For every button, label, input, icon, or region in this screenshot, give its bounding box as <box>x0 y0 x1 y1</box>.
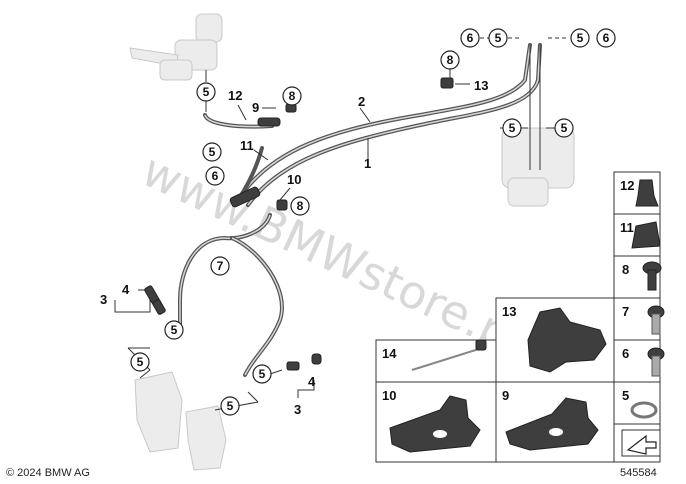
clip-11-image <box>631 221 661 249</box>
holder-13-image <box>527 307 607 373</box>
panel-label-6: 6 <box>622 346 629 361</box>
panel-label-14: 14 <box>382 346 397 361</box>
svg-text:8: 8 <box>447 53 454 67</box>
svg-text:8: 8 <box>297 199 304 213</box>
panel-label-10: 10 <box>382 388 396 403</box>
callout-7[interactable]: 7 <box>210 256 230 276</box>
parts-panel: 12 11 8 7 6 5 13 14 10 9 <box>375 171 665 463</box>
svg-text:5: 5 <box>171 323 178 337</box>
panel-label-7: 7 <box>622 304 629 319</box>
label-11: 11 <box>240 138 254 153</box>
svg-text:6: 6 <box>467 31 474 45</box>
callouts: 5 5 6 8 8 6 5 5 6 8 5 5 7 5 5 5 5 <box>130 28 616 416</box>
callout-5h[interactable]: 5 <box>130 352 150 372</box>
callout-6a[interactable]: 6 <box>205 166 225 186</box>
callout-5b[interactable]: 5 <box>202 142 222 162</box>
cable-tie-14-image <box>411 339 487 371</box>
callout-5i[interactable]: 5 <box>252 364 272 384</box>
panel-label-11: 11 <box>620 220 634 235</box>
svg-text:5: 5 <box>203 85 210 99</box>
svg-text:6: 6 <box>603 31 610 45</box>
clip-12-image <box>635 179 659 207</box>
svg-text:7: 7 <box>217 259 224 273</box>
svg-text:5: 5 <box>577 31 584 45</box>
label-3b: 3 <box>294 402 301 417</box>
callout-6b[interactable]: 6 <box>460 28 480 48</box>
callout-5j[interactable]: 5 <box>220 396 240 416</box>
label-1: 1 <box>364 156 371 171</box>
callout-5c[interactable]: 5 <box>488 28 508 48</box>
label-13: 13 <box>474 78 488 93</box>
svg-text:5: 5 <box>227 399 234 413</box>
svg-text:5: 5 <box>509 121 516 135</box>
label-12: 12 <box>228 88 242 103</box>
callout-6c[interactable]: 6 <box>596 28 616 48</box>
label-3a: 3 <box>100 292 107 307</box>
arrow-nav-icon[interactable] <box>621 429 661 457</box>
bracket-9-image <box>505 397 599 451</box>
callout-5e[interactable]: 5 <box>502 118 522 138</box>
panel-label-13: 13 <box>502 304 516 319</box>
label-4a: 4 <box>122 282 130 297</box>
screw-6-image <box>647 347 665 377</box>
callout-5f[interactable]: 5 <box>554 118 574 138</box>
callout-5g[interactable]: 5 <box>164 320 184 340</box>
diagram-id: 545584 <box>620 467 657 479</box>
bracket-10-image <box>389 395 481 453</box>
plain-callouts: 2 1 12 9 11 10 13 4 3 4 3 <box>100 78 488 417</box>
svg-text:8: 8 <box>289 89 296 103</box>
washer-5-image <box>630 401 658 419</box>
label-2: 2 <box>358 94 365 109</box>
screw-8-image <box>642 261 662 291</box>
callout-8a[interactable]: 8 <box>282 86 302 106</box>
svg-text:6: 6 <box>212 169 219 183</box>
screw-7-image <box>647 305 665 335</box>
callout-8c[interactable]: 8 <box>440 50 460 70</box>
master-cylinder-ghost <box>129 13 223 81</box>
caliper-right-ghost <box>185 405 227 471</box>
callout-8b[interactable]: 8 <box>290 196 310 216</box>
caliper-left-ghost <box>134 371 183 453</box>
svg-text:5: 5 <box>561 121 568 135</box>
label-4b: 4 <box>308 374 316 389</box>
panel-label-8: 8 <box>622 262 629 277</box>
svg-text:5: 5 <box>259 367 266 381</box>
callout-5a[interactable]: 5 <box>196 82 216 102</box>
callout-5d[interactable]: 5 <box>570 28 590 48</box>
svg-text:5: 5 <box>137 355 144 369</box>
svg-text:5: 5 <box>209 145 216 159</box>
hardware-parts <box>144 103 322 371</box>
brake-lines <box>178 43 542 377</box>
panel-label-5: 5 <box>622 388 629 403</box>
copyright-text: © 2024 BMW AG <box>6 467 90 479</box>
abs-unit-ghost <box>501 127 575 207</box>
panel-label-12: 12 <box>620 178 634 193</box>
panel-label-9: 9 <box>502 388 509 403</box>
svg-text:5: 5 <box>495 31 502 45</box>
label-10: 10 <box>287 172 301 187</box>
label-9: 9 <box>252 100 259 115</box>
